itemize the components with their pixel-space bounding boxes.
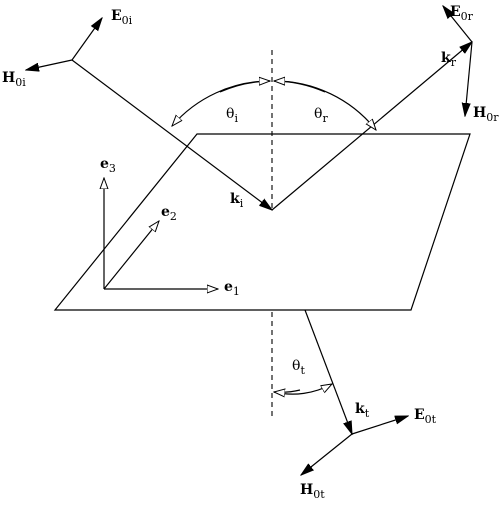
theta-t-arc-start <box>274 390 301 392</box>
theta-r-arc-top <box>274 81 326 93</box>
incident-ray <box>71 59 272 210</box>
label-H0i: H0i <box>2 70 26 89</box>
theta-i-arc <box>172 80 271 126</box>
label-kr: kr <box>441 50 457 69</box>
E0i-vector <box>71 18 102 61</box>
label-theta-r: θr <box>314 106 328 125</box>
H0t-vector <box>301 433 353 475</box>
H0r-vector <box>465 41 473 116</box>
theta-i-arc-top <box>219 81 270 93</box>
label-E0t: E0t <box>414 407 437 426</box>
label-theta-i: θi <box>226 106 238 125</box>
interface-plane <box>53 133 471 311</box>
label-E0i: E0i <box>111 8 133 27</box>
label-H0r: H0r <box>473 105 499 124</box>
E0t-vector <box>351 415 408 435</box>
label-kt: kt <box>355 401 370 420</box>
H0i-vector <box>26 59 73 70</box>
label-e2: e2 <box>161 204 177 223</box>
E0r-vector <box>443 6 473 43</box>
label-E0r: E0r <box>450 4 474 23</box>
label-ki: ki <box>230 191 244 210</box>
label-H0t: H0t <box>300 482 325 501</box>
transmitted-ray <box>304 309 352 434</box>
e2-axis <box>103 221 159 290</box>
label-theta-t: θt <box>292 358 305 377</box>
label-e3: e3 <box>100 156 116 175</box>
label-e1: e1 <box>224 279 240 298</box>
